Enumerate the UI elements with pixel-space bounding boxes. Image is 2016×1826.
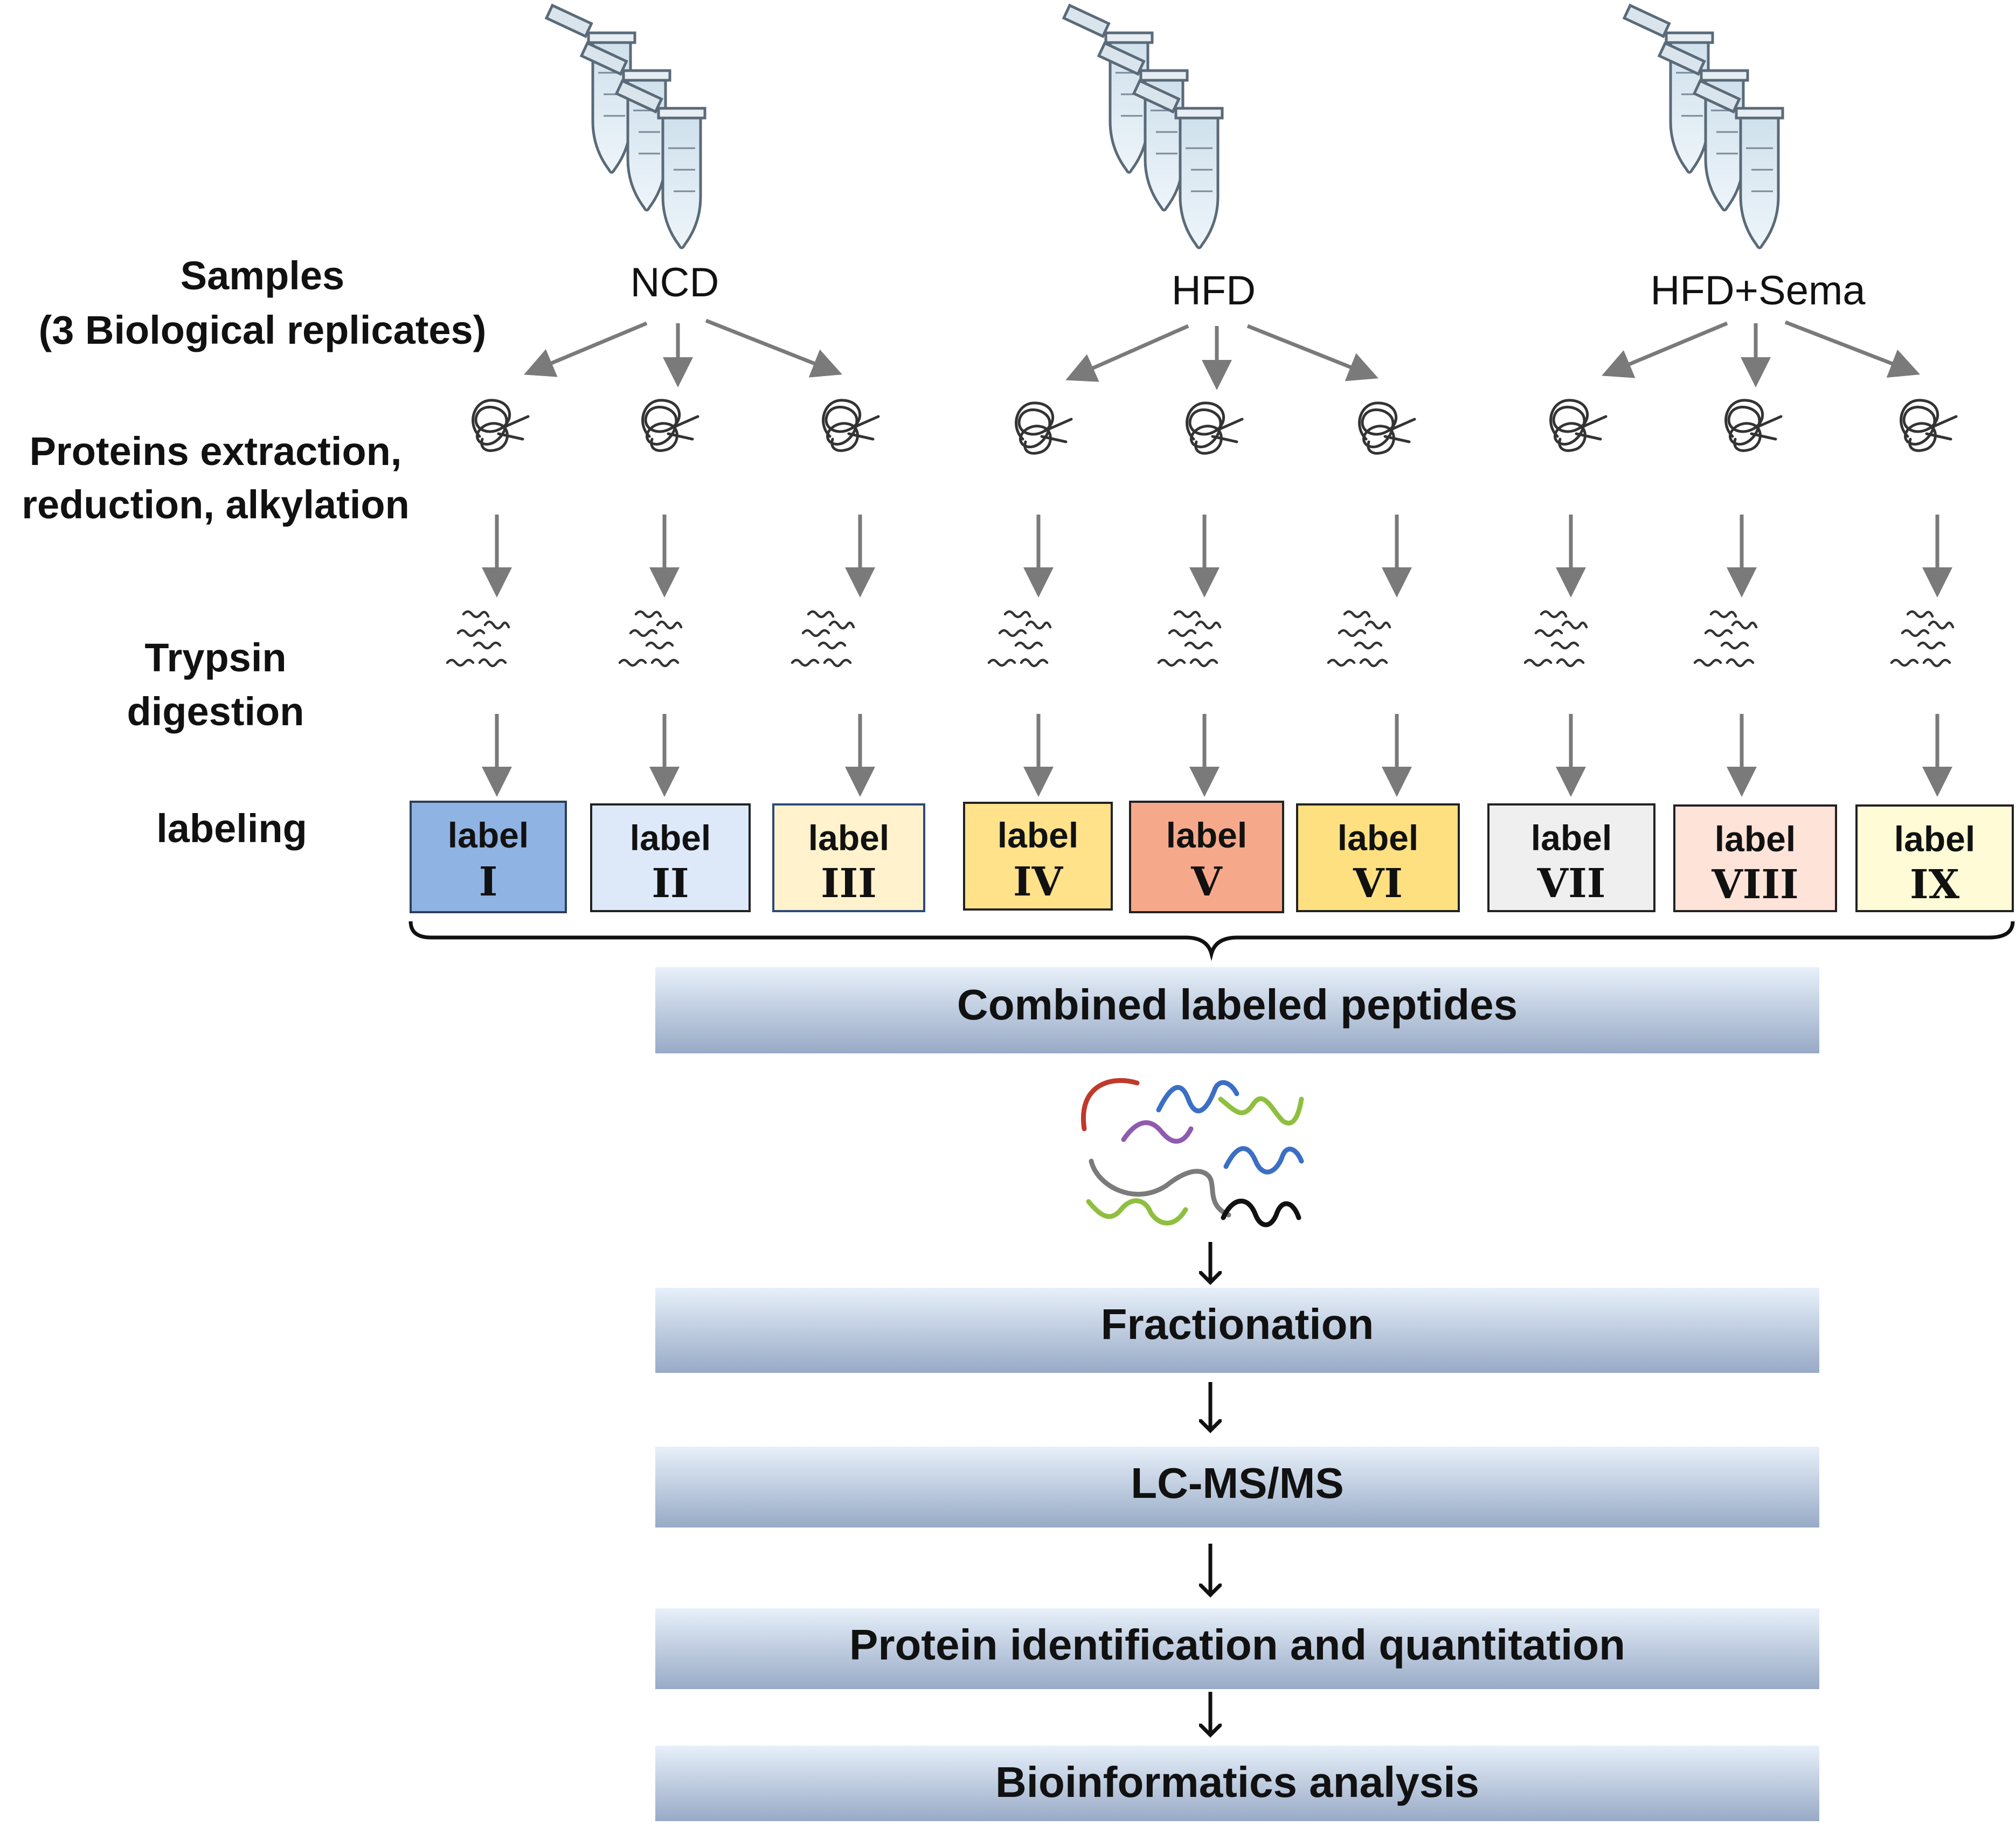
label-box-8: label VIII [1673,804,1837,912]
label-numeral: I [479,859,498,905]
group-label-ncd: NCD [631,260,719,306]
label-box-2: label II [590,803,751,912]
group-label-hfd-sema: HFD+Sema [1650,268,1866,314]
peptide-fragments-icon [989,612,1050,666]
label-word: label [448,815,529,855]
label-numeral: IV [1013,859,1064,905]
protein-coil-icon [643,400,698,450]
protein-coil-icon [823,400,878,450]
peptide-fragments-icon [1892,612,1953,666]
label-numeral: V [1190,859,1223,905]
step-fractionation: Fractionation [655,1288,1819,1373]
protein-coil-icon [473,400,528,450]
label-box-bg [1296,803,1460,912]
label-arrows [482,714,1952,797]
tube-icon [1064,5,1222,248]
label-box-9: label IX [1855,804,2014,912]
label-box-3: label III [772,803,925,912]
protein-coil-icon [1726,400,1781,450]
tube-icon [1624,5,1783,248]
step-label: Bioinformatics analysis [995,1758,1479,1806]
label-word: label [808,818,889,858]
label-box-bg [1673,804,1837,912]
label-box-bg [1129,801,1284,913]
curly-brace-icon [408,921,2015,961]
digestion-label: digestion [127,689,304,734]
peptide-fragments-icon [1695,612,1756,666]
step-box [655,1746,1819,1821]
trypsin-label: Trypsin [144,635,286,680]
label-numeral: II [652,860,689,907]
label-box-bg [772,803,925,912]
step-box [655,1447,1819,1528]
label-numeral: VII [1537,860,1606,907]
label-box-5: label V [1129,801,1284,913]
samples-label: Samples [181,253,344,298]
peptide-fragments-icon [1525,612,1587,666]
peptide-fragments-icon [1159,612,1220,666]
step-combined: Combined labeled peptides [655,967,1819,1053]
step-protein-identification: Protein identification and quantitation [655,1608,1819,1689]
label-numeral: VIII [1711,862,1798,908]
label-word: label [1166,815,1247,855]
group-label-hfd: HFD [1172,268,1256,314]
proteins-label: Proteins extraction, [30,429,402,474]
label-box-bg [1855,804,2014,912]
label-box-bg [1487,803,1655,912]
step-box [655,1608,1819,1689]
peptide-fragments-icon [792,612,854,666]
label-word: label [1894,819,1975,859]
step-label: Combined labeled peptides [957,981,1518,1029]
tube-icon [546,5,705,248]
label-box-6: label VI [1296,803,1460,912]
label-word: label [1338,818,1418,858]
colored-peptides-icon [1081,1078,1304,1227]
digest-arrows [482,515,1952,598]
label-word: label [1531,818,1612,858]
label-box-7: label VII [1487,803,1655,912]
step-label: Protein identification and quantitation [849,1621,1625,1669]
step-label: LC-MS/MS [1131,1459,1344,1507]
proteins-sublabel: reduction, alkylation [22,482,410,527]
step-bioinformatics: Bioinformatics analysis [655,1746,1819,1821]
label-word: label [997,815,1078,855]
peptide-fragments-icon [620,612,681,666]
step-box [655,967,1819,1053]
peptide-fragments-icon [447,612,509,666]
label-box-bg [963,802,1113,911]
protein-coil-icon [1360,403,1415,453]
label-box-4: label IV [963,802,1113,911]
label-box-bg [590,803,751,912]
peptide-fragments-icon [1328,612,1390,666]
label-box-bg [410,801,567,913]
label-word: label [630,818,711,858]
label-word: label [1715,819,1796,859]
step-label: Fractionation [1101,1300,1374,1348]
label-numeral: VI [1353,860,1403,907]
split-arrows [524,318,1921,390]
step-box [655,1288,1819,1373]
protein-coil-icon [1551,400,1606,450]
samples-sublabel: (3 Biological replicates) [39,308,487,352]
protein-coil-icon [1901,400,1956,450]
step-lcms: LC-MS/MS [655,1447,1819,1528]
label-numeral: III [821,860,877,907]
labeling-label: labeling [156,806,307,851]
protein-coil-icon [1187,403,1242,453]
label-box-1: label I [410,801,567,913]
label-numeral: IX [1910,862,1960,908]
protein-coil-icon [1016,403,1071,453]
